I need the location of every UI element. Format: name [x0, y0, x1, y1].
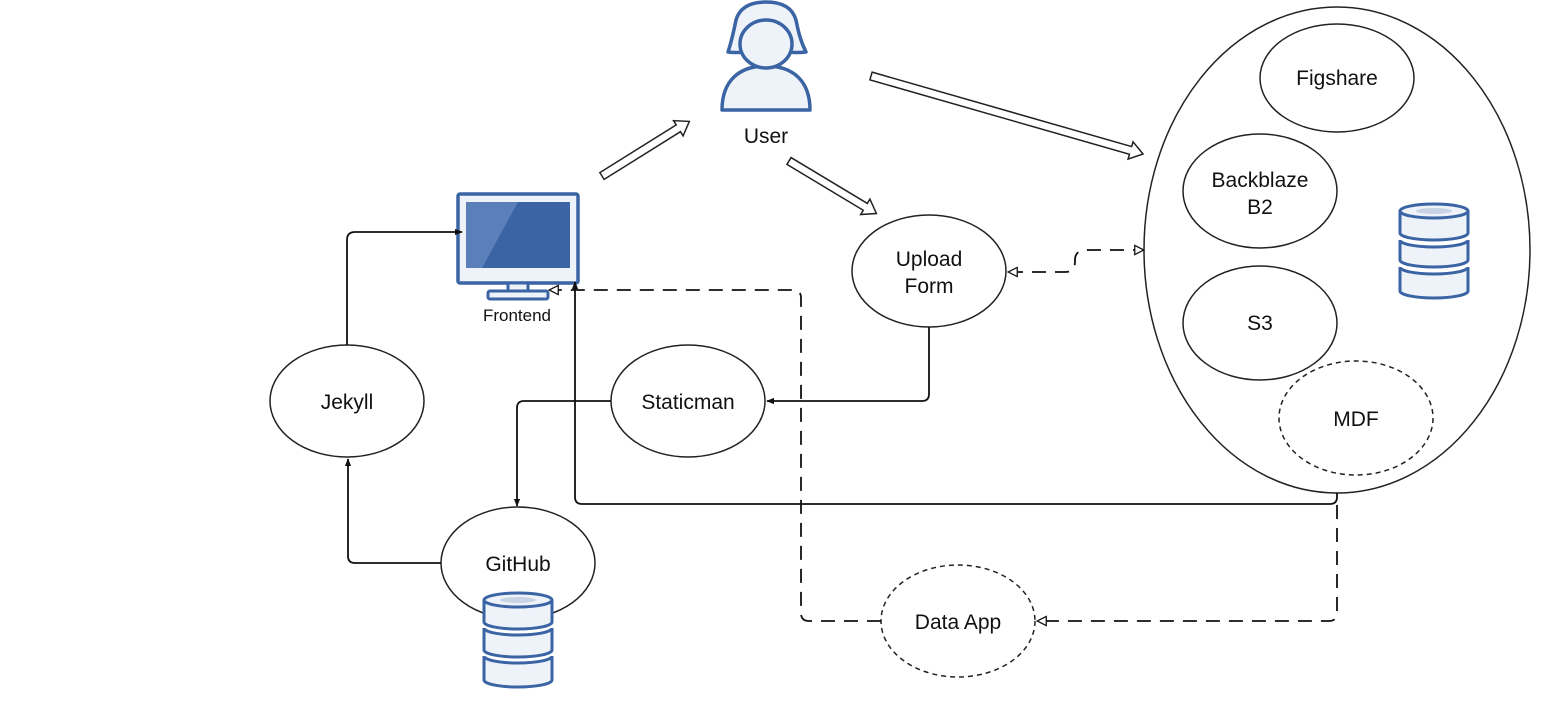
s3-label: S3 [1247, 312, 1273, 335]
data-app-label: Data App [915, 611, 1001, 634]
staticman-label: Staticman [641, 391, 734, 414]
connector-github-to-jekyll [344, 458, 441, 564]
upload-form-label-line1: Upload [896, 248, 963, 271]
connector-jekyll-to-frontend [346, 228, 463, 345]
frontend-node[interactable]: Frontend [456, 192, 580, 325]
user-icon [720, 0, 812, 112]
upload-form-node[interactable]: Upload Form [851, 214, 1007, 328]
upload-form-label-line2: Form [905, 275, 954, 298]
connector-storage-to-frontend [571, 281, 1338, 505]
connector-storage-to-dataapp [1038, 505, 1338, 621]
mdf-label: MDF [1333, 408, 1379, 431]
github-node[interactable]: GitHub [440, 506, 596, 689]
backblaze-node[interactable]: Backblaze B2 [1182, 133, 1338, 249]
storage-group: Figshare Backblaze B2 S3 MDF [1143, 6, 1531, 494]
s3-node[interactable]: S3 [1182, 265, 1338, 381]
user-label: User [744, 125, 788, 148]
staticman-node[interactable]: Staticman [610, 344, 766, 458]
connector-upload-storage-bidirectional [1009, 250, 1143, 272]
figshare-node[interactable]: Figshare [1259, 23, 1415, 133]
data-app-node[interactable]: Data App [880, 564, 1036, 678]
connector-staticman-to-github [513, 400, 611, 507]
github-label: GitHub [485, 553, 550, 576]
figshare-label: Figshare [1296, 67, 1378, 90]
mdf-node[interactable]: MDF [1278, 360, 1434, 476]
hollow-arrow-frontend-to-user [598, 119, 691, 181]
user-node[interactable]: User [720, 0, 812, 148]
hollow-arrow-user-to-upload [785, 156, 878, 216]
jekyll-node[interactable]: Jekyll [269, 344, 425, 458]
backblaze-label-line2: B2 [1247, 196, 1273, 219]
monitor-icon [456, 192, 580, 301]
connector-dataapp-to-frontend [550, 290, 881, 622]
database-icon [1398, 202, 1470, 300]
database-icon [482, 591, 554, 689]
connector-upload-to-staticman [766, 327, 930, 405]
hollow-arrow-user-to-storage [868, 71, 1145, 161]
frontend-label: Frontend [483, 306, 551, 325]
jekyll-label: Jekyll [321, 391, 374, 414]
backblaze-label-line1: Backblaze [1212, 169, 1309, 192]
